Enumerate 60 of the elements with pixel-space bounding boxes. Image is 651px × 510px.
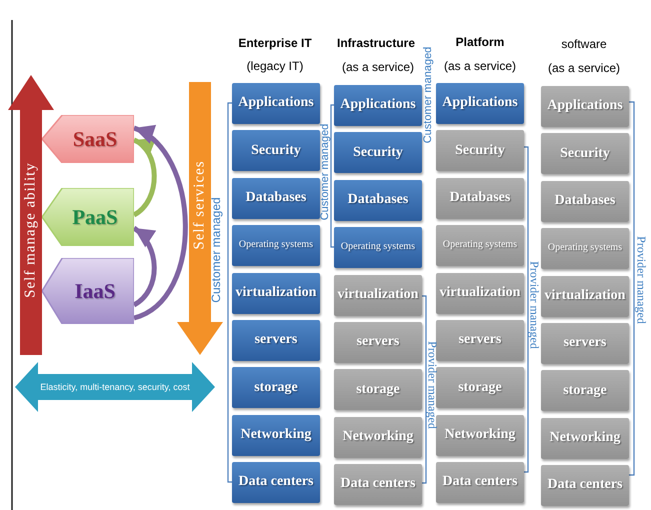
stack-layer: Data centers [436,462,524,504]
stack-layer: Networking [232,414,320,456]
stack-layer: Databases [436,178,524,219]
stack-layer: servers [334,322,422,363]
stack-layer: Applications [541,86,629,127]
stack-layer: Databases [232,178,320,219]
stack-layer: Data centers [334,464,422,506]
stack-layer: storage [436,367,524,408]
stack-layer: virtualization [436,272,524,314]
stack-layer: servers [541,323,629,364]
axis-label: Elasticity, multi-tenancy, security, cost [40,382,190,392]
stack-layer: Security [232,130,320,172]
stack-layer: Applications [436,83,524,124]
column-subheading: (as a service) [342,60,414,74]
bracket-label: Provider managed [526,261,542,349]
axis-label: Self services [192,160,208,250]
stack-layer: Operating systems [232,225,320,266]
curved-arrow [132,138,157,218]
stack-layer: Applications [334,85,422,126]
stack-layer: Security [541,133,629,174]
bracket-label: Customer managed [209,197,223,303]
service-tier-banner [42,258,134,324]
column-subheading: (as a service) [548,61,620,75]
stack-layer: Networking [334,416,422,458]
stack-layer: Data centers [541,465,629,506]
stack-layer: storage [334,369,422,410]
stack-layer: Databases [541,180,629,222]
tier-label: SaaS [72,126,118,152]
stack-layer: Operating systems [541,228,629,270]
column-subheading: (as a service) [444,59,516,73]
column-heading: Enterprise IT [238,36,312,50]
stack-layer: servers [436,320,524,361]
column-heading: Infrastructure [336,36,416,50]
service-tier-banner [42,115,134,163]
stack-layer: storage [232,367,320,408]
stack-layer: Networking [436,414,524,456]
tier-label: PaaS [71,204,119,230]
stack-layer: Databases [334,180,422,221]
bracket-label: Customer managed [422,46,434,144]
axis-label: Self manage ability [22,162,40,298]
stack-layer: virtualization [232,272,320,314]
service-tier-banner [42,188,134,246]
stack-layer: Data centers [232,462,320,504]
stack-layer: Networking [541,418,629,459]
column-heading: Platform [456,35,504,49]
stack-layer: Security [436,130,524,172]
column-heading: software [561,37,607,51]
stack-layer: storage [541,370,629,412]
stack-layer: Security [334,132,422,174]
stack-layer: Operating systems [436,225,524,266]
stack-layer: Operating systems [334,227,422,268]
column-subheading: (legacy IT) [246,59,304,73]
stack-layer: Applications [232,83,320,124]
stack-layer: servers [232,320,320,361]
stack-layer: virtualization [541,276,629,317]
bracket-label: Customer managed [319,124,331,220]
bracket-label: Provider managed [634,236,648,324]
curved-arrow [132,126,188,320]
tier-label: IaaS [74,278,116,304]
stack-layer: virtualization [334,274,422,316]
